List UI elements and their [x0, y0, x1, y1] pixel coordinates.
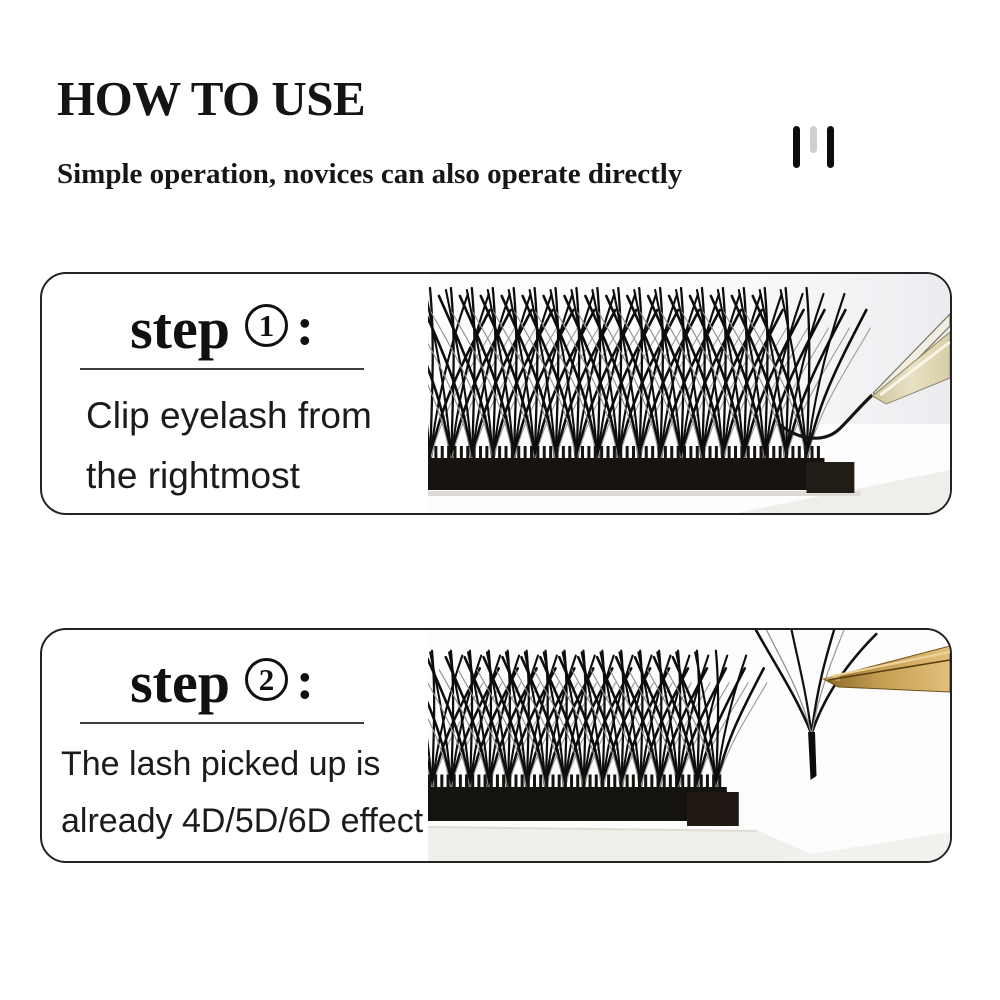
step-2-number: 2	[258, 661, 275, 697]
step-1-number-circle: 1	[244, 303, 288, 347]
step-1-photo	[428, 274, 950, 513]
step-2-description-line-2: already 4D/5D/6D effect	[61, 802, 424, 841]
step-1-card: step 1 : Clip eyelash from the rightmost	[40, 272, 952, 515]
step-2-heading: step 2 :	[80, 650, 364, 724]
lash-fan-pickup-photo	[428, 630, 950, 861]
bar-left	[793, 126, 800, 168]
lash-strip-photo	[428, 274, 950, 513]
step-1-number: 1	[258, 307, 275, 343]
step-2-label: step	[130, 650, 230, 715]
step-2-text-column: step 2 : The lash picked up is already 4…	[42, 630, 428, 861]
page-title: HOW TO USE	[57, 71, 366, 126]
step-2-card: step 2 : The lash picked up is already 4…	[40, 628, 952, 863]
page-subtitle: Simple operation, novices can also opera…	[57, 158, 683, 190]
step-1-heading: step 1 :	[80, 296, 364, 370]
step-2-photo	[428, 630, 950, 861]
step-1-text-column: step 1 : Clip eyelash from the rightmost	[42, 274, 428, 513]
step-2-number-circle: 2	[244, 657, 288, 701]
triple-bars-icon	[793, 126, 837, 170]
step-2-description-line-1: The lash picked up is	[61, 745, 381, 783]
step-1-label: step	[130, 296, 230, 361]
step-1-description-line-1: Clip eyelash from	[86, 395, 372, 436]
step-1-colon: :	[295, 296, 314, 356]
bar-right	[827, 126, 834, 168]
bar-middle	[810, 126, 817, 153]
step-2-description: The lash picked up is already 4D/5D/6D e…	[61, 736, 428, 850]
step-1-description: Clip eyelash from the rightmost	[86, 386, 428, 506]
step-2-colon: :	[295, 650, 314, 710]
step-1-description-line-2: the rightmost	[86, 454, 300, 496]
